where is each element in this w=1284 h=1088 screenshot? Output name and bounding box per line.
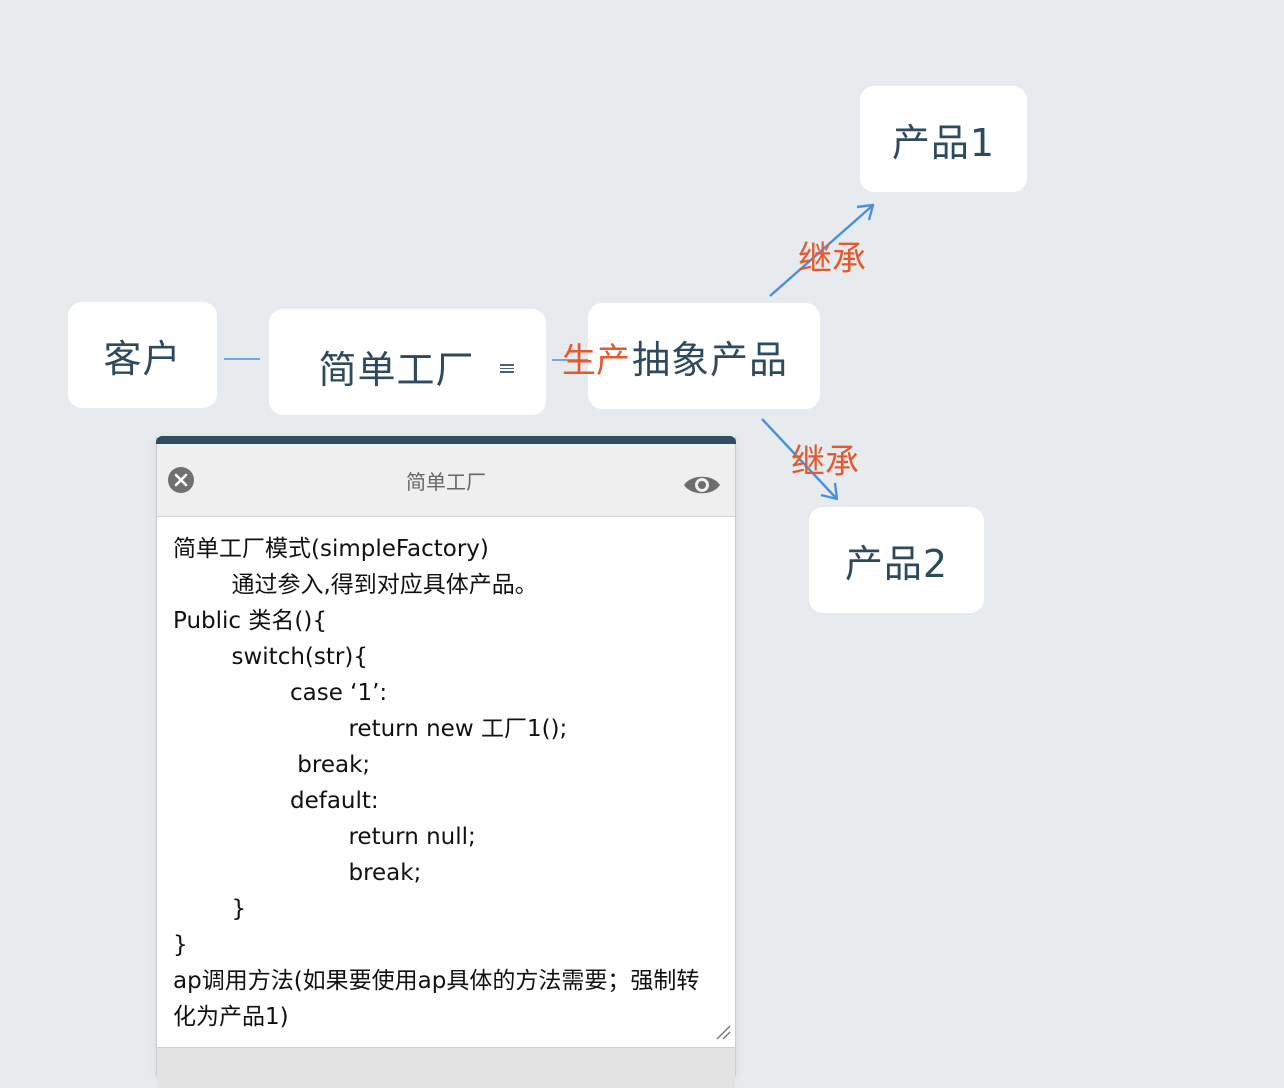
edge-label-produce[interactable]: 生产 [562,341,630,381]
node-product2[interactable]: 产品2 [809,507,984,613]
note-line: switch(str){ [173,644,368,670]
node-product1[interactable]: 产品1 [860,86,1027,192]
note-popup-title: 简单工厂 [406,470,486,494]
note-line: case ‘1’: [173,680,388,706]
note-line: 简单工厂模式(simpleFactory) [173,536,489,562]
arrowhead-product2 [820,482,839,501]
note-line: ap调用方法(如果要使用ap具体的方法需要；强制转化为产品1) [173,968,700,1030]
node-abstract-product[interactable]: 抽象产品 [588,303,820,409]
note-line: break; [173,860,422,886]
arrowhead-product1 [856,203,875,221]
note-popup: 简单工厂 简单工厂模式(simpleFactory) 通过参入,得到对应具体产品… [156,436,736,1088]
note-line: 通过参入,得到对应具体产品。 [173,572,538,598]
note-popup-header: 简单工厂 [157,444,735,517]
resize-handle-icon[interactable] [715,1024,731,1040]
note-line: } [173,932,188,958]
node-client[interactable]: 客户 [68,302,217,408]
note-line: break; [173,752,371,778]
note-line: return new 工厂1(); [173,716,568,742]
node-client-label: 客户 [103,336,182,381]
eye-icon[interactable] [683,472,721,498]
node-simple-factory[interactable]: 简单工厂 [269,309,546,415]
note-popup-topbar [156,436,736,444]
edge-label-inherit-product1[interactable]: 继承 [798,239,866,279]
note-popup-body[interactable]: 简单工厂模式(simpleFactory) 通过参入,得到对应具体产品。 Pub… [157,517,735,1047]
node-simple-factory-label: 简单工厂 [318,347,475,392]
edge-label-inherit-product2[interactable]: 继承 [791,442,859,482]
close-icon[interactable] [167,466,195,494]
note-line: Public 类名(){ [173,608,327,634]
node-product2-label: 产品2 [844,541,949,586]
note-popup-footer [157,1047,735,1088]
note-line: } [173,896,247,922]
note-line: default: [173,788,379,814]
node-abstract-product-label: 抽象产品 [631,337,788,382]
node-product1-label: 产品1 [891,120,996,165]
note-line: return null; [173,824,476,850]
note-icon[interactable] [500,364,514,376]
